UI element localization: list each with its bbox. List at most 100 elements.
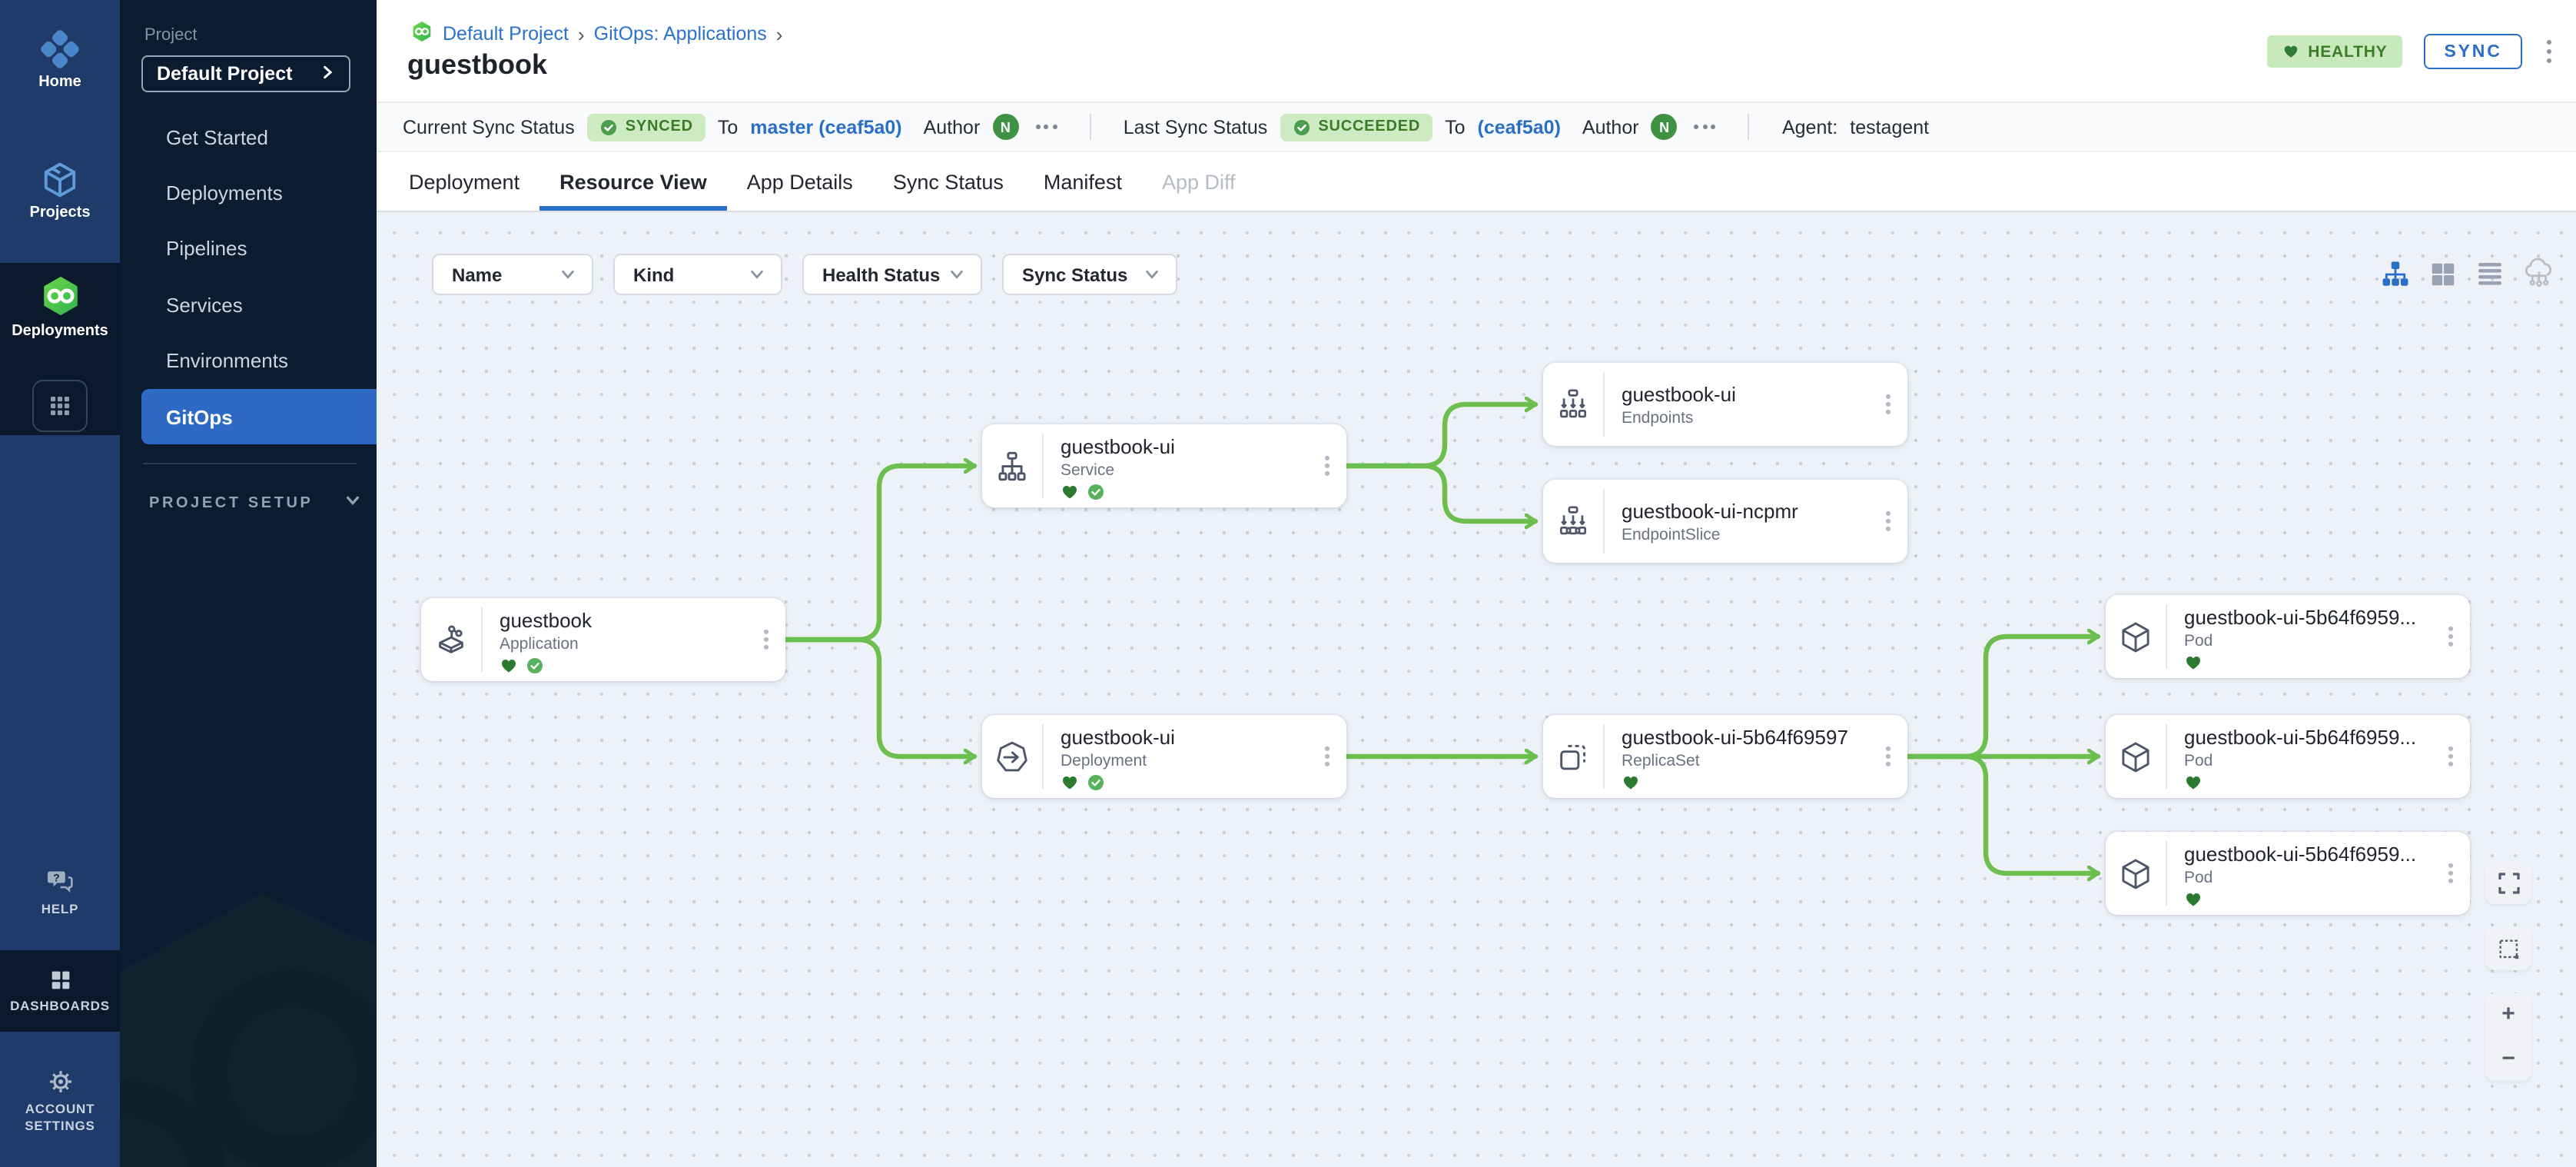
healthy-heart-icon — [1624, 776, 1638, 790]
node-kind: Pod — [2184, 632, 2213, 650]
rail-item-deployments[interactable]: Deployments — [0, 274, 120, 340]
node-pod-2[interactable]: guestbook-ui-5b64f6959... Pod — [2106, 715, 2470, 798]
tab-app-details[interactable]: App Details — [746, 170, 853, 193]
harness-logo-icon — [0, 29, 120, 69]
sync-status-bar: Current Sync Status SYNCED To master (ce… — [377, 101, 2576, 152]
health-status-filter-dropdown[interactable]: Health Status — [802, 254, 982, 295]
node-menu-button[interactable] — [1883, 743, 1894, 770]
sidebar-item-gitops[interactable]: GitOps — [141, 388, 377, 445]
view-toggles — [2379, 257, 2556, 291]
last-revision-link[interactable]: (ceaf5a0) — [1477, 116, 1561, 138]
health-status-badge: HEALTHY — [2266, 35, 2403, 68]
node-menu-button[interactable] — [1883, 508, 1894, 534]
node-deployment-guestbook-ui[interactable]: guestbook-ui Deployment — [982, 715, 1346, 798]
heart-icon — [2284, 45, 2297, 58]
tab-sync-status[interactable]: Sync Status — [892, 170, 1004, 193]
sidebar-item-services[interactable]: Services — [166, 293, 243, 317]
app-menu-button[interactable] — [2544, 37, 2554, 66]
divider — [1748, 114, 1750, 140]
rail-item-account-settings[interactable]: ACCOUNT SETTINGS — [0, 1067, 120, 1135]
node-kind: Endpoints — [1622, 408, 1694, 427]
cube-icon — [0, 160, 120, 200]
node-endpointslice-guestbook-ui-ncpmr[interactable]: guestbook-ui-ncpmr EndpointSlice — [1543, 480, 1907, 563]
kind-filter-dropdown[interactable]: Kind — [613, 254, 782, 295]
node-endpoints-guestbook-ui[interactable]: guestbook-ui Endpoints — [1543, 363, 1907, 446]
pod-icon — [2106, 715, 2166, 798]
fit-view-button[interactable] — [2485, 861, 2531, 904]
sync-status-filter-dropdown[interactable]: Sync Status — [1002, 254, 1177, 295]
svg-text:?: ? — [53, 873, 60, 885]
chevron-down-icon — [562, 270, 574, 279]
rail-item-projects[interactable]: Projects — [0, 160, 120, 221]
tab-manifest[interactable]: Manifest — [1043, 170, 1122, 193]
node-menu-button[interactable] — [2445, 743, 2456, 770]
pod-icon — [2106, 832, 2166, 915]
chevron-down-icon — [1146, 270, 1158, 279]
name-filter-dropdown[interactable]: Name — [432, 254, 593, 295]
sidebar-item-environments[interactable]: Environments — [166, 349, 288, 373]
project-selector[interactable]: Default Project — [141, 55, 350, 92]
node-service-guestbook-ui[interactable]: guestbook-ui Service — [982, 424, 1346, 507]
node-menu-button[interactable] — [1883, 391, 1894, 417]
gitops-watermark — [120, 893, 377, 1167]
rail-item-module-grid[interactable] — [0, 380, 120, 432]
module-rail: Home Projects Deployments ? HELP — [0, 0, 120, 1167]
node-title: guestbook-ui-5b64f6959... — [2184, 843, 2417, 866]
zoom-in-button[interactable]: + — [2501, 1001, 2515, 1028]
rail-item-dashboards[interactable]: DASHBOARDS — [0, 967, 120, 1015]
breadcrumb-project-link[interactable]: Default Project — [443, 23, 569, 45]
node-menu-button[interactable] — [2445, 623, 2456, 650]
commit-more-button[interactable] — [1035, 125, 1057, 129]
node-kind: Service — [1061, 461, 1115, 480]
resource-tree-edges — [782, 212, 2101, 1167]
node-menu-button[interactable] — [761, 627, 772, 653]
list-view-button[interactable] — [2475, 258, 2505, 289]
synced-badge-label: SYNCED — [625, 118, 693, 135]
node-menu-button[interactable] — [1322, 453, 1333, 479]
current-revision-link[interactable]: master (ceaf5a0) — [750, 116, 902, 138]
zoom-out-button[interactable]: − — [2501, 1045, 2515, 1072]
node-pod-3[interactable]: guestbook-ui-5b64f6959... Pod — [2106, 832, 2470, 915]
rail-item-label: HELP — [41, 901, 79, 916]
node-application-guestbook[interactable]: guestbook Application — [421, 598, 785, 681]
tab-resource-view[interactable]: Resource View — [539, 152, 727, 211]
grid-icon — [32, 380, 88, 432]
healthy-heart-icon — [2186, 893, 2200, 906]
author-avatar: N — [1651, 114, 1678, 140]
sidebar-item-pipelines[interactable]: Pipelines — [166, 237, 247, 261]
zoom-controls: + − — [2485, 993, 2531, 1081]
node-menu-button[interactable] — [2445, 860, 2456, 886]
node-title: guestbook-ui-5b64f6959... — [2184, 726, 2417, 749]
rail-item-home[interactable]: Home — [0, 29, 120, 91]
node-replicaset-guestbook-ui-5b64f69597[interactable]: guestbook-ui-5b64f69597 ReplicaSet — [1543, 715, 1907, 798]
endpoints-icon — [1543, 363, 1603, 446]
healthy-heart-icon — [2186, 776, 2200, 790]
sidebar-item-deployments[interactable]: Deployments — [166, 181, 283, 205]
sync-button[interactable]: SYNC — [2424, 34, 2522, 69]
filter-bar: Name Kind Health Status Sync Status — [432, 254, 1177, 295]
synced-badge: SYNCED — [586, 113, 705, 141]
node-title: guestbook-ui-5b64f69597 — [1622, 726, 1848, 749]
project-setup-label: PROJECT SETUP — [149, 494, 314, 511]
marquee-select-button[interactable] — [2485, 927, 2531, 970]
grid-view-button[interactable] — [2428, 259, 2458, 288]
node-title: guestbook-ui-ncpmr — [1622, 499, 1798, 522]
replicaset-icon — [1543, 715, 1603, 798]
deployment-icon — [982, 715, 1042, 798]
node-pod-1[interactable]: guestbook-ui-5b64f6959... Pod — [2106, 595, 2470, 678]
rail-item-help[interactable]: ? HELP — [0, 866, 120, 918]
tab-deployment[interactable]: Deployment — [409, 170, 520, 193]
commit-more-button[interactable] — [1694, 125, 1716, 129]
author-label: Author — [923, 116, 981, 138]
project-setup-toggle[interactable]: PROJECT SETUP — [149, 492, 361, 514]
breadcrumb-applications-link[interactable]: GitOps: Applications — [593, 23, 767, 45]
resource-tree-canvas[interactable]: Name Kind Health Status Sync Status — [377, 212, 2576, 1167]
node-menu-button[interactable] — [1322, 743, 1333, 770]
sidebar-menu: Get Started Deployments Pipelines Servic… — [120, 109, 377, 445]
network-view-button[interactable] — [2522, 257, 2556, 291]
synced-check-icon — [1088, 775, 1104, 790]
sidebar-item-get-started[interactable]: Get Started — [166, 125, 268, 149]
chevron-down-icon — [751, 270, 763, 279]
tree-view-button[interactable] — [2379, 258, 2412, 290]
